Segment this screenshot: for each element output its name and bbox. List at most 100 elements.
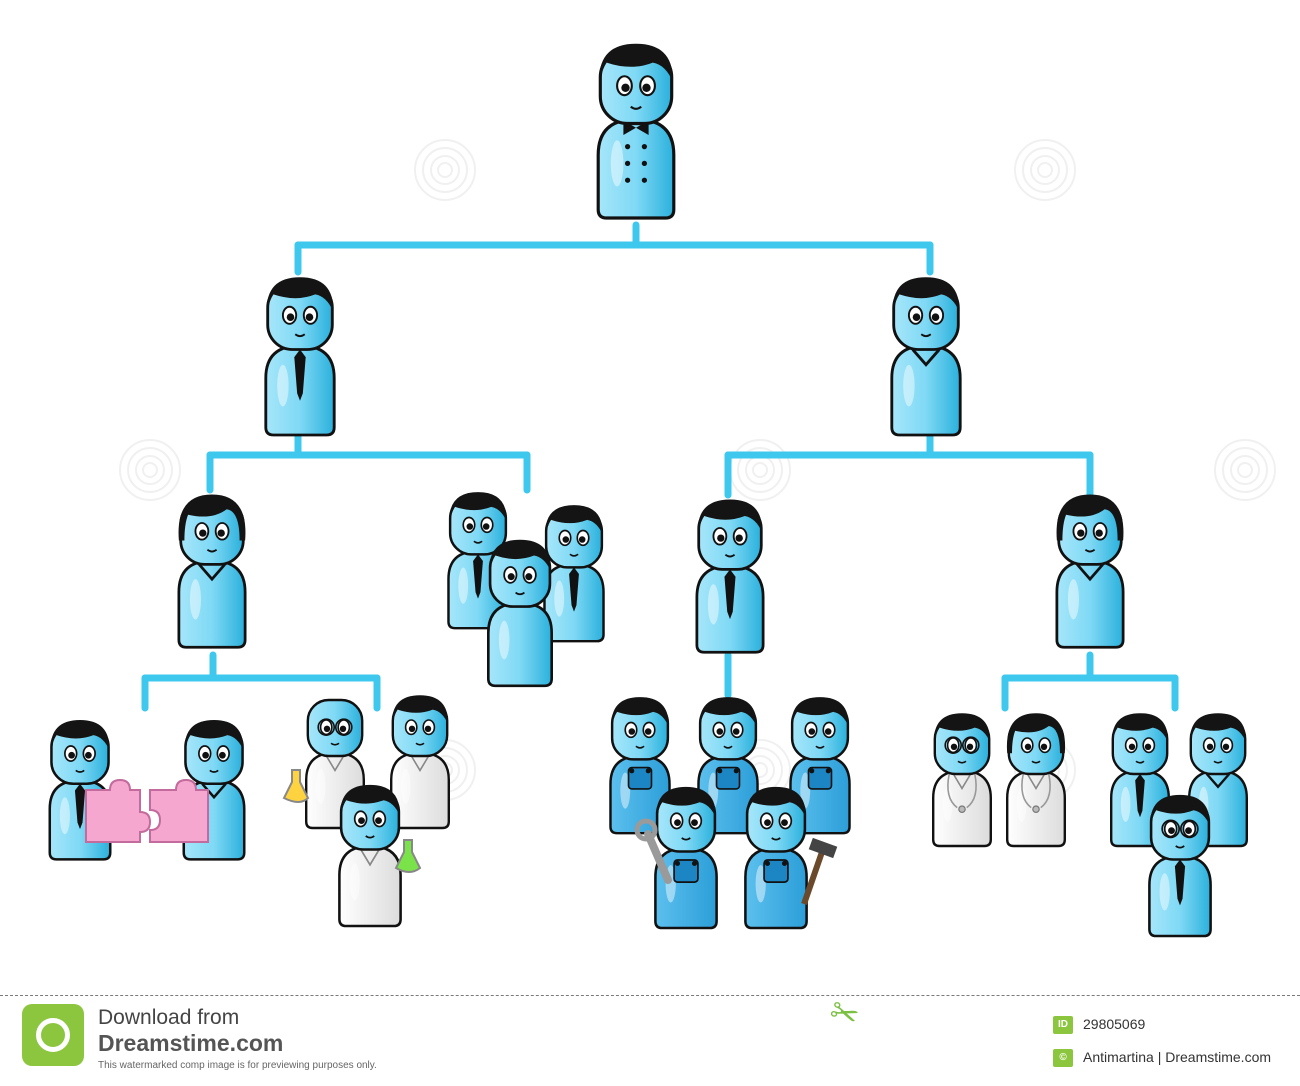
overalls-button (825, 768, 831, 774)
mouth (815, 745, 825, 749)
pupil (764, 819, 771, 826)
hair (1189, 713, 1247, 742)
pupil (717, 534, 725, 542)
pupil (1095, 529, 1103, 537)
pupil (644, 728, 652, 735)
flask-green (394, 839, 422, 873)
person-worker-d (654, 786, 718, 930)
mouth (569, 553, 579, 557)
flask-yellow (282, 769, 310, 803)
body-shape (1055, 559, 1125, 649)
pupil (199, 529, 207, 537)
pupil (466, 523, 474, 530)
stethoscope-icon (947, 773, 977, 809)
hair (449, 492, 507, 522)
glasses-lens (335, 718, 353, 737)
mouth (75, 769, 85, 773)
dreamstime-spiral-icon (1014, 139, 1076, 201)
org-chart (48, 43, 1276, 938)
pupil (358, 817, 365, 824)
overalls-button (629, 768, 635, 774)
pupil (482, 523, 490, 530)
pupil (716, 728, 724, 735)
mouth (365, 835, 375, 839)
collar (201, 782, 227, 800)
mouth (681, 837, 691, 841)
pupil (824, 728, 832, 735)
hair (933, 713, 991, 742)
person-ceo (596, 43, 676, 220)
hair (1056, 494, 1124, 541)
body-highlight (1159, 873, 1170, 911)
hair (791, 697, 849, 727)
overalls-button (781, 860, 788, 866)
overalls-button (764, 860, 771, 866)
body-highlight (610, 140, 624, 187)
pupil (1040, 743, 1048, 750)
body-shape (338, 844, 402, 928)
pupil (339, 725, 347, 732)
pupil (562, 536, 570, 543)
puzzle-piece-left (85, 778, 152, 843)
collar (198, 563, 226, 582)
hammer-icon (801, 837, 838, 905)
overalls-button (809, 768, 815, 774)
pupil (305, 313, 314, 321)
bow-tie (623, 120, 649, 136)
pupil (781, 819, 788, 826)
wrench-head (634, 818, 658, 842)
pupil (691, 819, 698, 826)
coat-button (641, 177, 648, 183)
pupil (578, 536, 586, 543)
tie (74, 783, 86, 830)
mouth (330, 742, 340, 746)
overalls-bib (763, 859, 789, 883)
person-office-c (1148, 794, 1212, 938)
body-highlight (458, 567, 469, 604)
pupil (621, 83, 630, 92)
hair (1150, 794, 1210, 826)
body-highlight (189, 579, 201, 620)
person-scientist-a (304, 698, 366, 830)
flask-icon (394, 839, 422, 873)
pupil (525, 573, 533, 581)
coat-lapel (359, 847, 381, 867)
overalls-bib (807, 766, 833, 790)
credit-badge: © (1053, 1049, 1073, 1067)
collar (1076, 563, 1104, 582)
mouth (771, 837, 781, 841)
pupil (217, 529, 225, 537)
overalls-button (717, 768, 723, 774)
pupil (1077, 529, 1085, 537)
body-shape (596, 117, 676, 220)
person-doctor-a (931, 713, 993, 848)
body-highlight (554, 580, 565, 617)
overalls-bib (673, 859, 699, 883)
pupil (912, 313, 921, 321)
wrench-icon (634, 818, 672, 884)
pupil (219, 751, 226, 759)
pupil (408, 725, 416, 732)
dreamstime-spiral-icon (414, 139, 476, 201)
puzzle-piece-right (149, 778, 209, 843)
tie (724, 569, 736, 620)
tie (1174, 859, 1186, 906)
pupil (1222, 743, 1230, 750)
mouth (1213, 760, 1223, 764)
body-highlight (903, 364, 915, 407)
tie (294, 349, 306, 401)
pupil (950, 743, 958, 750)
hair (391, 695, 449, 724)
hair (656, 786, 716, 818)
stethoscope-bell (1032, 805, 1040, 814)
mouth (294, 333, 306, 338)
pupil (1024, 743, 1032, 750)
head-shape (306, 698, 364, 758)
mouth (209, 769, 219, 773)
tie (1135, 774, 1145, 818)
coat-button (641, 160, 648, 167)
pupil (931, 313, 940, 321)
hair (50, 719, 110, 751)
mouth (723, 745, 733, 749)
pupil (642, 83, 651, 92)
